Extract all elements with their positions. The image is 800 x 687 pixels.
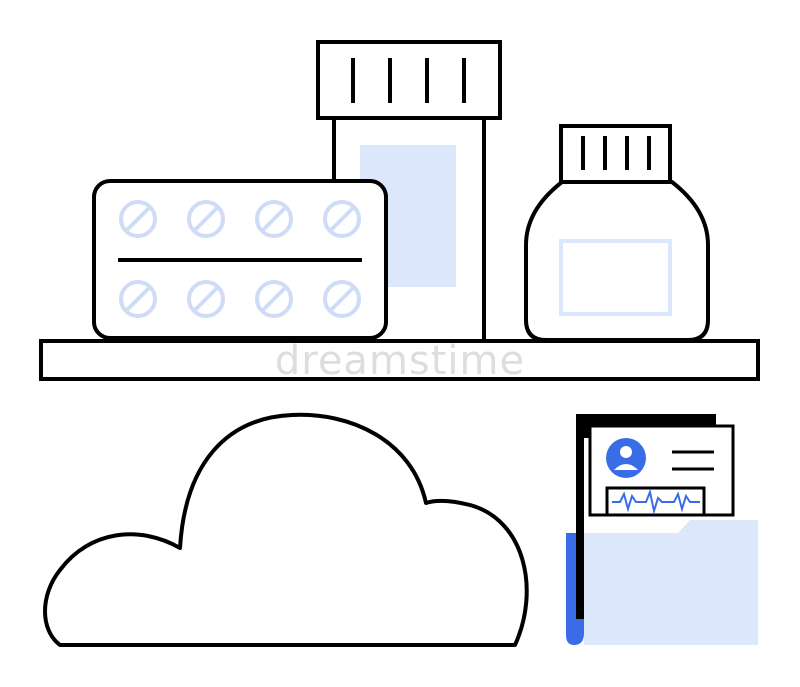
- jar-label: [559, 239, 672, 316]
- folder-front: [584, 520, 758, 645]
- user-avatar-icon: [606, 438, 646, 478]
- pill-icons: [119, 200, 361, 318]
- cloud-icon: [43, 412, 529, 647]
- medical-record-folder-icon: [566, 414, 758, 645]
- heartbeat-line-icon: [605, 486, 706, 517]
- jar-cap: [559, 124, 672, 184]
- medicine-jar-icon: [524, 124, 710, 342]
- bottle-cap: [316, 40, 502, 120]
- shelf: [39, 339, 760, 381]
- pill-blister-pack-icon: [92, 179, 388, 340]
